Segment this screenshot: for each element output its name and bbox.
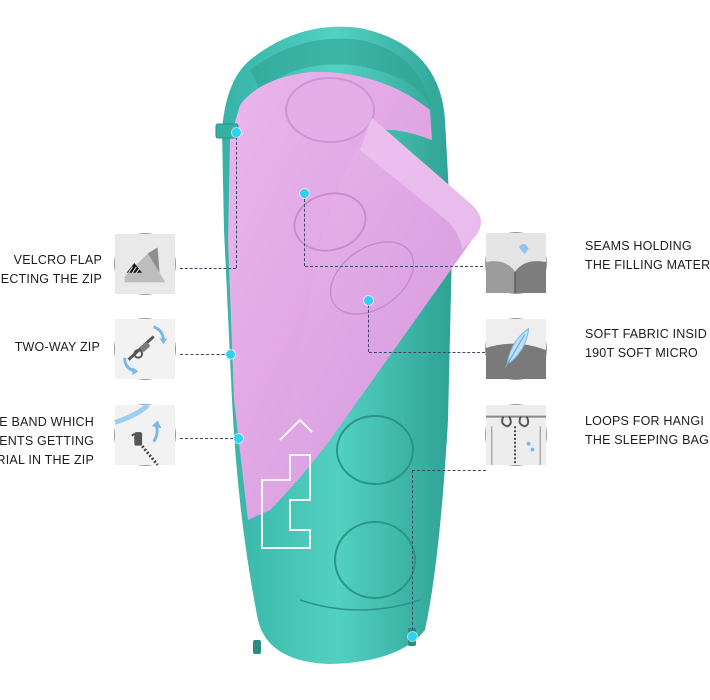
leader-line-seams-vertical xyxy=(304,194,305,266)
leader-line-velcro-vertical xyxy=(236,132,237,268)
two-way-zip-icon xyxy=(114,318,176,380)
callout-label-zip-band: E BAND WHICH ENTS GETTING RIAL IN THE ZI… xyxy=(0,415,94,467)
leader-line-loop-horizontal xyxy=(412,470,486,471)
leader-line-loop xyxy=(412,470,413,630)
hanging-loop-icon xyxy=(485,404,547,466)
leader-line-seams xyxy=(305,266,483,267)
marker-dot-fabric xyxy=(364,296,373,305)
callout-label-velcro-flap: VELCRO FLAP ECTING THE ZIP xyxy=(0,253,102,286)
leader-line-zip xyxy=(180,354,230,355)
marker-dot-zip xyxy=(226,350,235,359)
leader-line-band xyxy=(180,438,238,439)
folded-flap xyxy=(248,118,481,520)
marker-dot-seams xyxy=(300,189,309,198)
leader-line-velcro xyxy=(180,268,236,269)
velcro-flap-icon xyxy=(114,233,176,295)
leader-line-fabric-vertical xyxy=(368,300,369,352)
callout-label-seams: SEAMS HOLDING THE FILLING MATER xyxy=(585,239,710,272)
leader-line-fabric xyxy=(369,352,485,353)
callout-label-two-way-zip: TWO-WAY ZIP xyxy=(14,340,100,354)
marker-dot-velcro xyxy=(232,128,241,137)
seam-icon xyxy=(485,232,547,294)
zip-guard-band-icon xyxy=(114,403,176,466)
callout-label-soft-fabric: SOFT FABRIC INSID 190T SOFT MICRO xyxy=(585,327,707,360)
feather-icon xyxy=(485,318,547,380)
marker-dot-loop xyxy=(408,632,417,641)
callout-label-loops: LOOPS FOR HANGI THE SLEEPING BAG xyxy=(585,414,710,447)
marker-dot-band xyxy=(234,434,243,443)
